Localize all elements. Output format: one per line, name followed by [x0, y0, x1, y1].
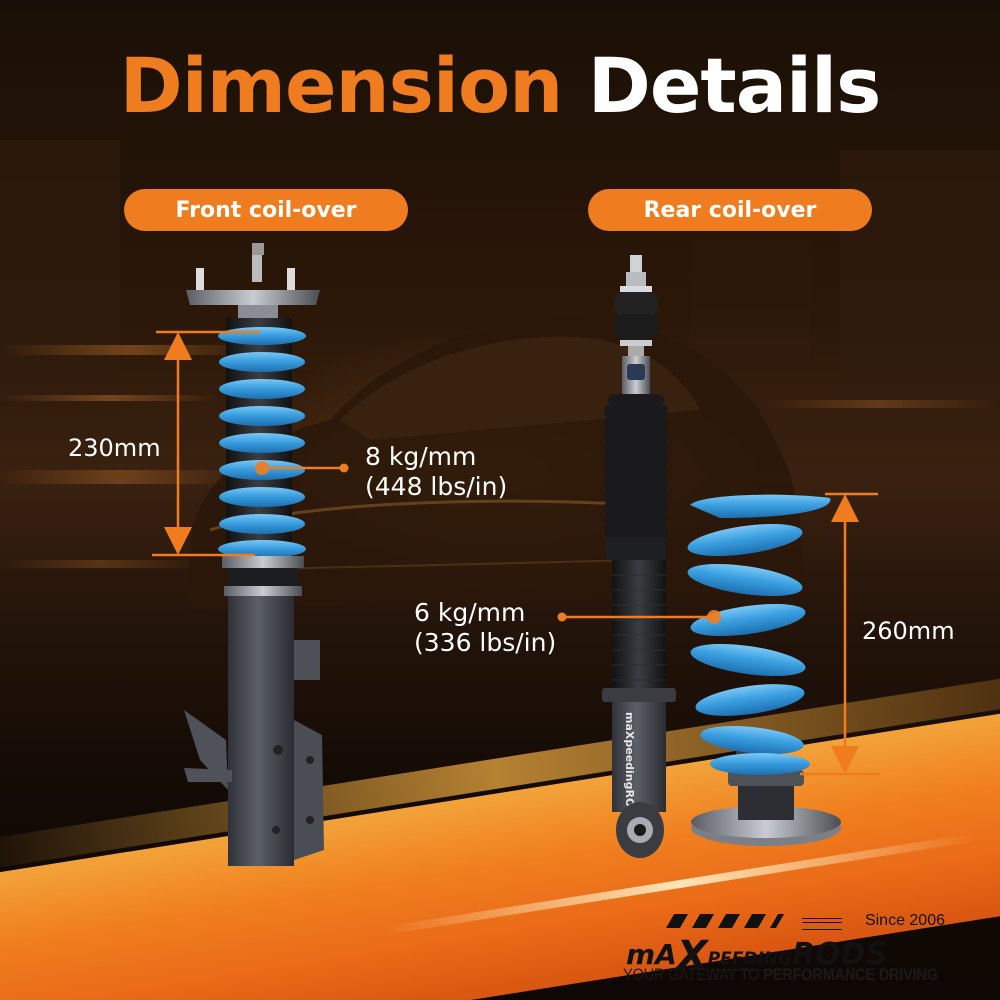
rear-spring [687, 494, 841, 846]
front-rate-label: 8 kg/mm (448 lbs/in) [365, 442, 507, 502]
rear-coilover-label: Rear coil-over [588, 189, 872, 231]
brand-tagline: YOUR GATEWAY TO PERFORMANCE DRIVING [623, 965, 938, 984]
rear-length-label: 260mm [862, 617, 955, 645]
rear-rate-label: 6 kg/mm (336 lbs/in) [414, 598, 556, 658]
checkered-flag-icon [665, 914, 785, 928]
brand-since: Since 2006 [864, 912, 945, 929]
rear-rate-imperial: (336 lbs/in) [414, 628, 557, 657]
brand-logo: Since 2006 mAXPEEDINGRODS YOUR GATEWAY T… [620, 910, 950, 990]
front-coilover-label: Front coil-over [124, 189, 408, 231]
rear-shock-absorber: maXpeedingRODS [602, 255, 676, 858]
title-highlight: Dimension [119, 41, 564, 130]
speed-lines-icon [802, 918, 842, 930]
title-rest: Details [587, 41, 882, 130]
rear-rate-metric: 6 kg/mm [414, 598, 526, 627]
front-dimension-arrow [152, 330, 260, 557]
page-title: Dimension Details [0, 48, 1000, 124]
front-rate-pointer [255, 461, 349, 475]
brand-name: mAXPEEDINGRODS [626, 933, 888, 979]
front-coilover [184, 243, 324, 866]
rear-dimension-arrow [800, 492, 880, 776]
front-rate-imperial: (448 lbs/in) [365, 472, 508, 501]
front-rate-metric: 8 kg/mm [365, 442, 477, 471]
shock-printed-logo: maXpeedingRODS [623, 712, 636, 824]
rear-rate-pointer [557, 610, 721, 624]
front-length-label: 230mm [68, 434, 161, 462]
